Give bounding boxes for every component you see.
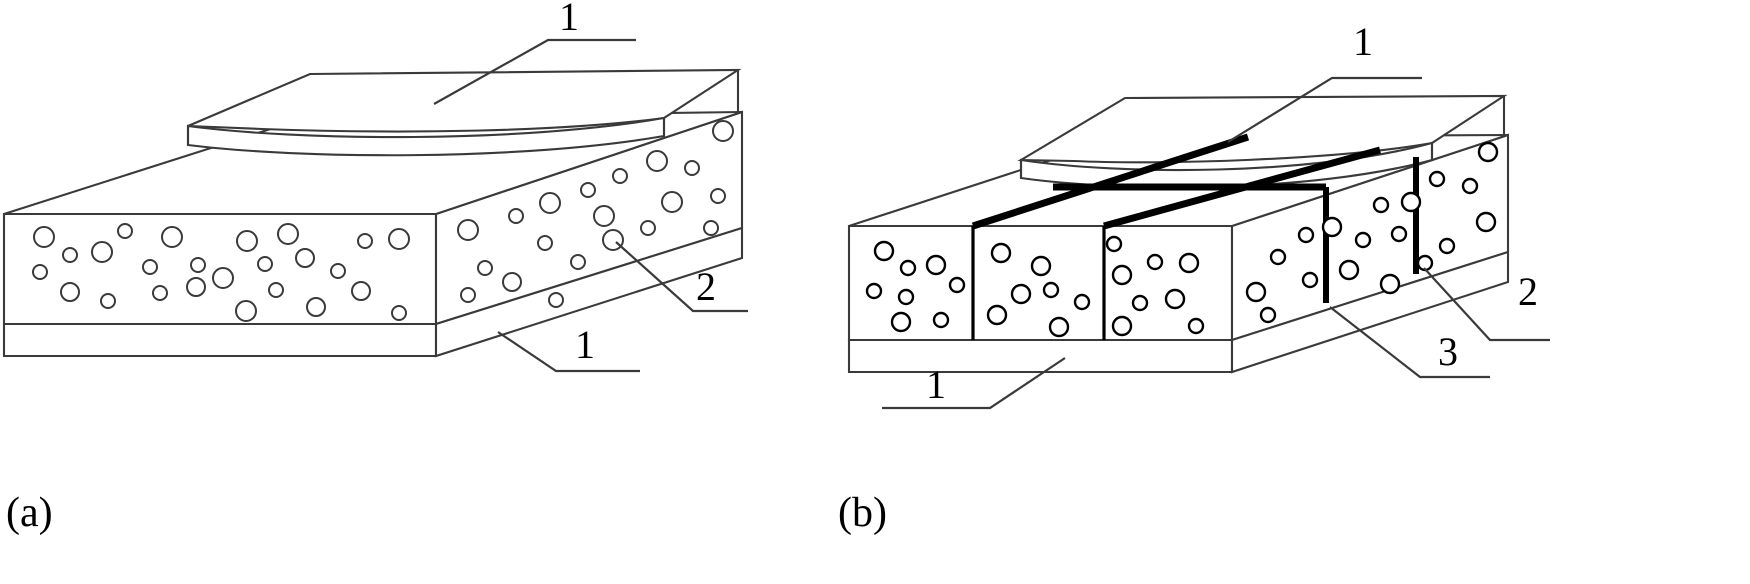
b-front-dividers [971, 226, 1106, 340]
b-leader-top-1 [1227, 76, 1422, 143]
b-leader-base-1 [882, 357, 1066, 410]
a-callout-top-1: 1 [433, 0, 636, 105]
panel-a-drawing: 1 2 1 [2, 0, 748, 373]
b-base-right [1230, 250, 1510, 374]
b-callout-particle-2: 2 [1423, 267, 1550, 342]
a-base-front [2, 322, 438, 358]
a-label-base-1: 1 [575, 322, 595, 367]
b-label-groove-3: 3 [1438, 329, 1458, 374]
a-callout-particle-2: 2 [615, 241, 748, 313]
b-top-grooves [971, 133, 1381, 230]
b-side-dividers [1323, 157, 1419, 303]
b-groove-diag-2 [1103, 146, 1381, 230]
a-base-right [434, 226, 744, 358]
a-leader-particle-2 [615, 241, 748, 313]
a-leader-base-1 [497, 331, 640, 373]
b-front-particles-block-3 [1105, 235, 1205, 337]
a-front-particles [32, 223, 410, 322]
b-leader-particle-2 [1423, 267, 1550, 342]
a-label-particle-2: 2 [696, 264, 716, 309]
a-right-particles [457, 120, 734, 308]
panel-b-drawing: 1 2 3 1 [847, 19, 1550, 410]
panel-a-caption: (a) [6, 490, 53, 536]
a-label-top-1: 1 [559, 0, 579, 39]
b-callout-base-1: 1 [882, 357, 1066, 410]
b-leader-groove-3 [1329, 306, 1490, 379]
b-front-particles-block-2 [986, 242, 1091, 338]
b-callout-top-1: 1 [1227, 19, 1422, 143]
b-label-base-1: 1 [926, 362, 946, 407]
b-right-particles [1245, 141, 1499, 324]
a-callout-base-1: 1 [497, 322, 640, 373]
b-callout-groove-3: 3 [1329, 306, 1490, 379]
a-leader-top-1 [433, 38, 636, 105]
b-label-top-1: 1 [1353, 19, 1373, 64]
panel-a-top-plate [186, 68, 742, 157]
b-front-particles-block-1 [865, 240, 966, 333]
panel-b-caption: (b) [838, 490, 887, 536]
b-groove-diag-1 [971, 133, 1250, 230]
b-base-front [847, 338, 1234, 374]
b-label-particle-2: 2 [1518, 269, 1538, 314]
